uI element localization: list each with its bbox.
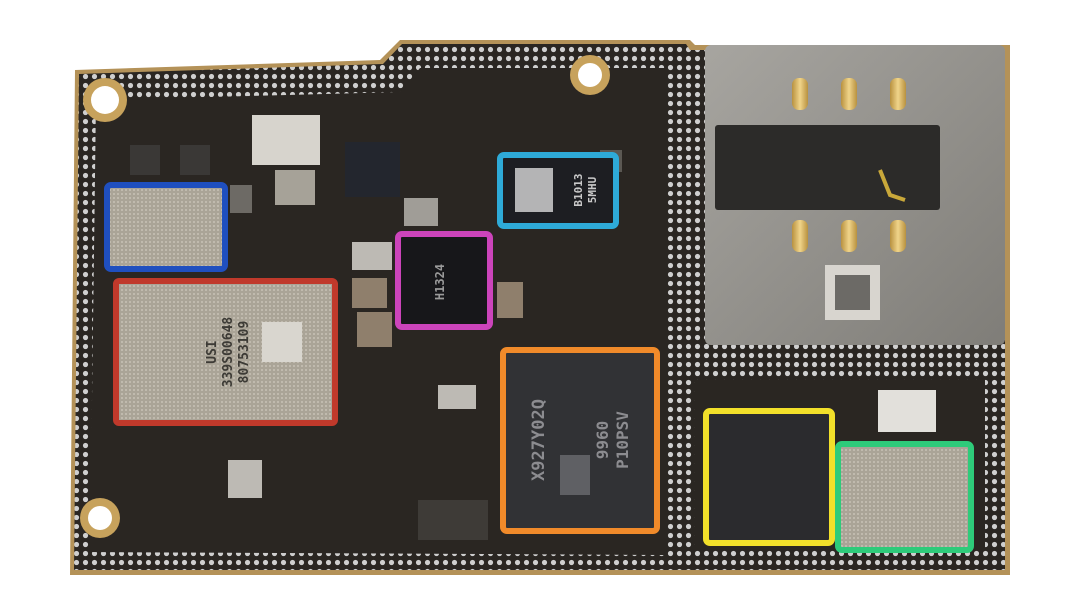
highlight-box-pink — [395, 231, 493, 330]
chip-marking: 339S00648 — [221, 317, 236, 388]
highlight-box-blue — [104, 182, 228, 272]
chip-marking: H1324 — [433, 264, 447, 300]
chip-usi: USI 339S00648 80753109 — [113, 278, 338, 426]
chip-marking: B1013 — [572, 173, 585, 206]
highlight-box-green — [835, 441, 974, 553]
highlight-box-yellow — [703, 408, 835, 546]
highlight-box-red — [113, 278, 338, 426]
passive-components — [130, 115, 936, 540]
chip-marking: P10PSV — [613, 411, 632, 469]
chip-marking: 9960 — [593, 421, 612, 460]
highlight-box-cyan — [497, 152, 619, 229]
chip-marking: X927Y02Q — [529, 399, 549, 481]
sim-contacts — [792, 78, 906, 252]
highlight-box-orange — [500, 347, 660, 534]
chip-marking: 80753109 — [237, 321, 252, 384]
sim-tray — [705, 45, 1005, 345]
chip-orange: X927Y02Q 9960 P10PSV — [500, 347, 660, 534]
chip-marking: 5MHU — [586, 176, 599, 203]
chip-pink: H1324 — [395, 231, 493, 330]
chip-green — [835, 441, 974, 553]
chip-mesh — [104, 182, 228, 272]
mounting-holes — [80, 55, 610, 538]
chip-yellow — [703, 408, 835, 546]
chip-blue: B1013 5MHU — [497, 152, 619, 229]
chip-marking: USI — [205, 340, 220, 363]
